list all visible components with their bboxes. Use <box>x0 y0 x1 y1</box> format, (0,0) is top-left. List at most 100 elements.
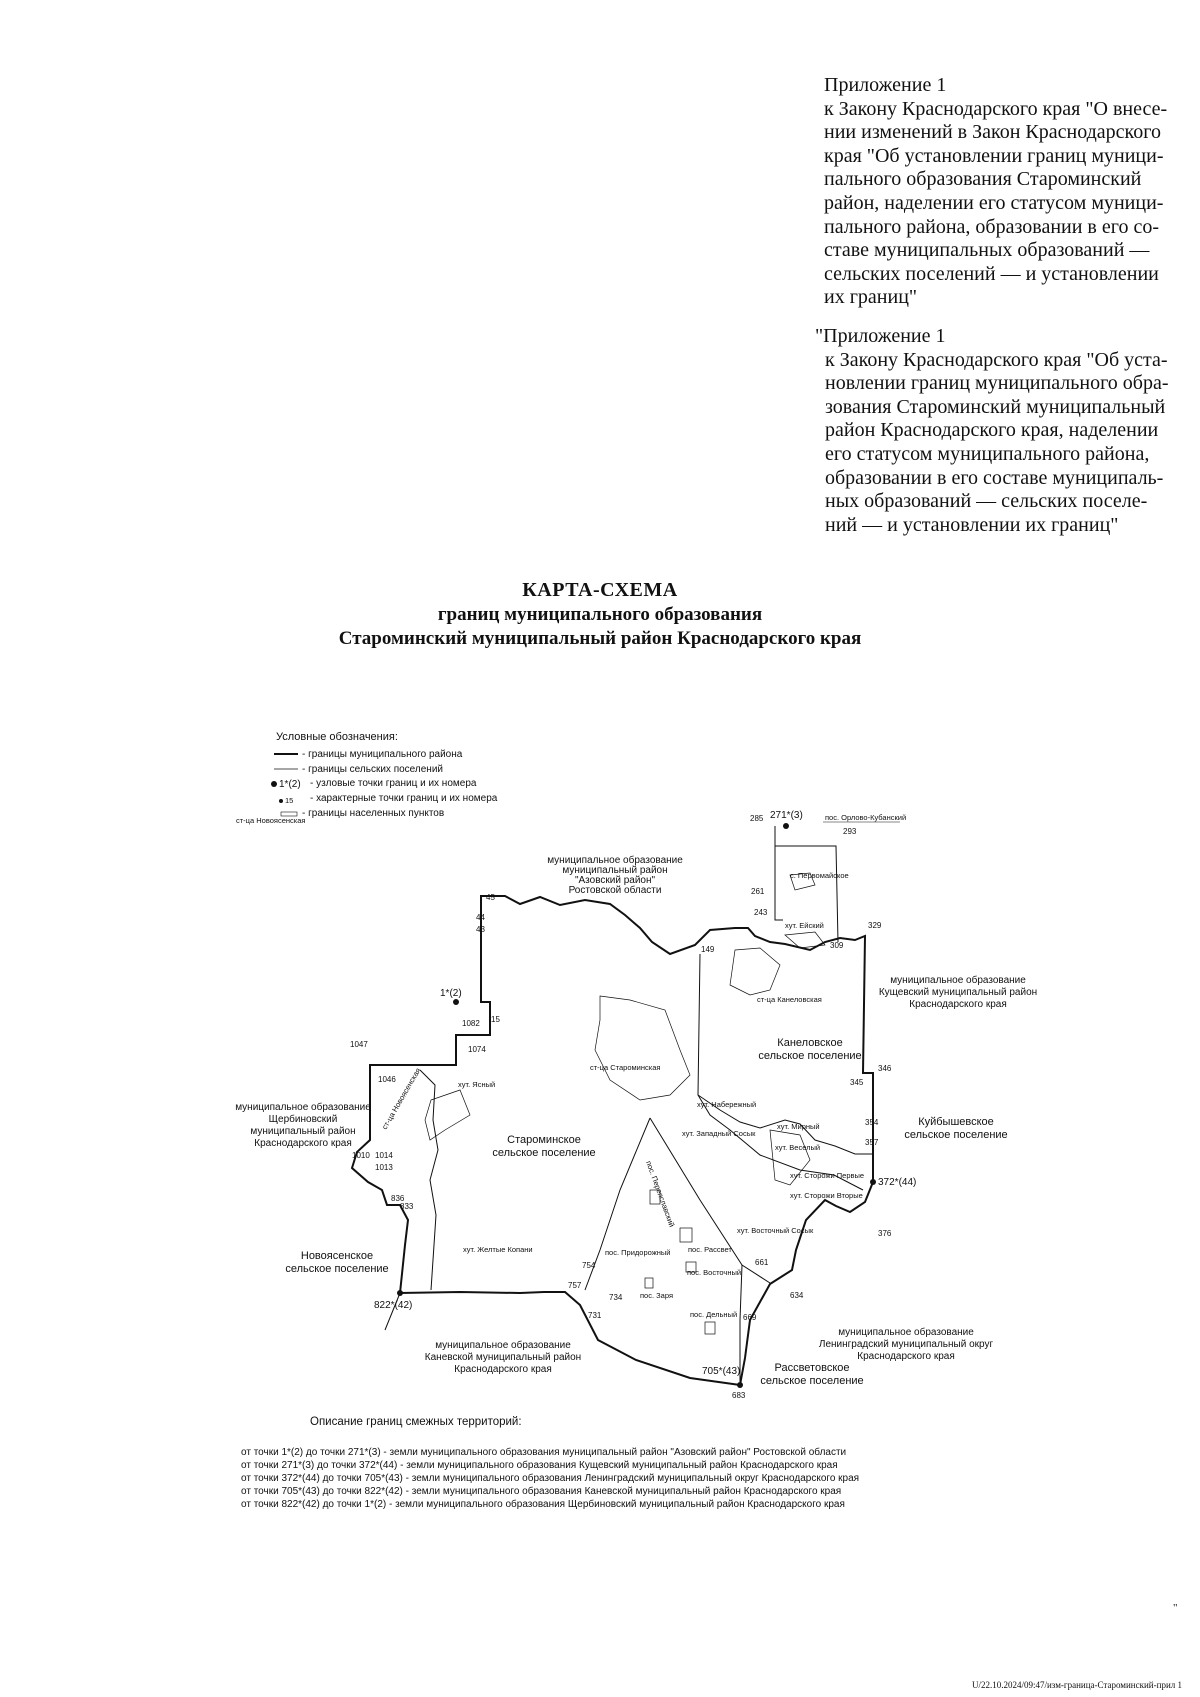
svg-text:сельское поселение: сельское поселение <box>285 1263 388 1275</box>
node-label: 271*(3) <box>770 810 803 821</box>
legend-item: - границы муниципального района <box>302 749 463 760</box>
svg-text:1082: 1082 <box>462 1019 480 1028</box>
svg-text:Краснодарского края: Краснодарского края <box>454 1364 552 1375</box>
settlement-boundaries <box>384 826 873 1385</box>
svg-text:с. Первомайское: с. Первомайское <box>790 871 849 880</box>
appendix-line: район, наделении его статусом муници- <box>824 191 1164 214</box>
appendix-line: их границ" <box>824 286 918 309</box>
svg-text:муниципальное образование: муниципальное образование <box>838 1326 974 1338</box>
closing-quote: " <box>1173 1602 1178 1614</box>
svg-text:хут. Сторожи Вторые: хут. Сторожи Вторые <box>790 1191 863 1200</box>
appendix-line: края "Об установлении границ муници- <box>824 144 1164 167</box>
svg-text:357: 357 <box>865 1138 879 1147</box>
svg-text:Щербиновский: Щербиновский <box>269 1113 338 1125</box>
svg-text:хут. Ясный: хут. Ясный <box>458 1080 495 1089</box>
svg-text:285: 285 <box>750 814 764 823</box>
svg-text:149: 149 <box>701 945 715 954</box>
svg-text:243: 243 <box>754 908 768 917</box>
appendix-line: пального района, образовании в его со- <box>824 215 1159 238</box>
node-label: 372*(44) <box>878 1177 916 1188</box>
locality-pervomaiskoe <box>789 872 816 891</box>
legend-locality-box <box>280 811 298 817</box>
svg-text:муниципальное образование: муниципальное образование <box>435 1339 571 1351</box>
svg-text:329: 329 <box>868 921 882 930</box>
svg-text:346: 346 <box>878 1064 892 1073</box>
label-kanelovskoe: Канеловское <box>777 1037 842 1049</box>
locality-outlines <box>424 872 826 1335</box>
svg-text:1013: 1013 <box>375 1163 393 1172</box>
footer-code: U/22.10.2024/09:47/изм-граница-Староминс… <box>971 1680 1182 1690</box>
svg-text:734: 734 <box>609 1293 623 1302</box>
svg-text:683: 683 <box>732 1391 746 1400</box>
locality-vostochny <box>685 1261 697 1273</box>
svg-text:муниципальный район: муниципальный район <box>562 865 667 876</box>
neighbor-leningradsky: муниципальное образование Ленинградский … <box>819 1326 994 1362</box>
svg-text:833: 833 <box>400 1202 414 1211</box>
adjacent-list: от точки 1*(2) до точки 271*(3) - земли … <box>241 1446 859 1511</box>
svg-text:15: 15 <box>491 1015 500 1024</box>
svg-text:хут. Восточный Сосык: хут. Восточный Сосык <box>737 1226 814 1235</box>
appendix-line: ных образований — сельских поселе- <box>825 490 1148 513</box>
svg-text:муниципальное образование: муниципальное образование <box>890 974 1026 986</box>
svg-text:345: 345 <box>850 1078 864 1087</box>
legend-heading: Условные обозначения: <box>276 731 398 743</box>
appendix-line: сельских поселений — и установлении <box>824 262 1159 285</box>
district-boundary <box>350 895 874 1387</box>
map-title: КАРТА-СХЕМА <box>522 579 678 601</box>
svg-text:376: 376 <box>878 1229 892 1238</box>
label-starominskoe: Староминское <box>507 1134 581 1146</box>
appendix-line: к Закону Краснодарского края "О внесе- <box>824 97 1168 120</box>
svg-text:сельское поселение: сельское поселение <box>492 1147 595 1159</box>
adjacent-line: от точки 1*(2) до точки 271*(3) - земли … <box>241 1447 847 1458</box>
svg-text:757: 757 <box>568 1281 582 1290</box>
svg-text:354: 354 <box>865 1118 879 1127</box>
appendix-line: зования Староминский муниципальный <box>825 395 1166 418</box>
adjacent-line: от точки 372*(44) до точки 705*(43) - зе… <box>241 1473 860 1484</box>
rural-settlement-labels: Канеловское сельское поселение Староминс… <box>285 1037 1007 1387</box>
svg-text:муниципальное образование: муниципальное образование <box>235 1101 371 1113</box>
svg-text:муниципальный район: муниципальный район <box>250 1126 355 1137</box>
neighbor-labels: муниципальное образование муниципальный … <box>235 854 1037 1375</box>
locality-eisky <box>784 931 826 949</box>
svg-text:754: 754 <box>582 1261 596 1270</box>
neighbor-kushchevsky: муниципальное образование Кущевский муни… <box>879 974 1037 1010</box>
appendix-current: Приложение 1 к Закону Краснодарского кра… <box>824 74 1176 310</box>
boundary-map: Условные обозначения: - границы муниципа… <box>235 731 1037 1400</box>
label-novoyasenskoe: Новоясенское <box>301 1250 373 1262</box>
appendix-line: его статусом муниципального района, <box>825 442 1150 465</box>
neighbor-kanevskoy: муниципальное образование Каневской муни… <box>425 1339 581 1375</box>
appendix-line: образовании в его составе муниципаль- <box>825 466 1164 489</box>
node-label: 705*(43) <box>702 1366 740 1377</box>
appendix-line: новлении границ муниципального обра- <box>825 372 1169 395</box>
svg-text:муниципальное образование: муниципальное образование <box>547 854 683 866</box>
legend: Условные обозначения: - границы муниципа… <box>236 731 498 825</box>
appendix-line: нии изменений в Закон Краснодарского <box>824 121 1161 144</box>
svg-text:хут. Желтые Копани: хут. Желтые Копани <box>463 1245 533 1254</box>
node-points: 1*(2) 271*(3) 372*(44) 705*(43) 822*(42) <box>374 810 916 1388</box>
node-label: 822*(42) <box>374 1300 412 1311</box>
svg-text:669: 669 <box>743 1313 757 1322</box>
svg-text:Краснодарского края: Краснодарского края <box>909 999 1007 1010</box>
svg-text:сельское поселение: сельское поселение <box>904 1129 1007 1141</box>
legend-item: - границы сельских поселений <box>302 764 443 775</box>
svg-text:пос. Переяславский: пос. Переяславский <box>644 1160 676 1229</box>
svg-text:309: 309 <box>830 941 844 950</box>
locality-zarya <box>644 1277 654 1289</box>
neighbor-azov: муниципальное образование муниципальный … <box>547 854 683 896</box>
legend-point-dot <box>279 799 283 803</box>
svg-text:сельское поселение: сельское поселение <box>760 1375 863 1387</box>
appendix-original: "Приложение 1 к Закону Краснодарского кр… <box>815 325 1177 537</box>
svg-text:Кущевский муниципальный район: Кущевский муниципальный район <box>879 987 1037 998</box>
adjacent-heading: Описание границ смежных территорий: <box>310 1416 522 1428</box>
svg-text:сельское поселение: сельское поселение <box>758 1050 861 1062</box>
locality-delny <box>704 1321 716 1335</box>
locality-rassvet <box>679 1227 693 1243</box>
svg-text:836: 836 <box>391 1194 405 1203</box>
appendix-body: к Закону Краснодарского края "Об уста- н… <box>815 349 1177 538</box>
svg-text:1047: 1047 <box>350 1040 368 1049</box>
svg-text:Ростовской области: Ростовской области <box>569 884 662 896</box>
legend-sample: ст-ца Новоясенская <box>236 816 305 825</box>
appendix-line: ставе муниципальных образований — <box>824 239 1150 262</box>
map-subtitle: границ муниципального образования <box>437 604 763 625</box>
adjacent-line: от точки 705*(43) до точки 822*(42) - зе… <box>241 1486 842 1497</box>
